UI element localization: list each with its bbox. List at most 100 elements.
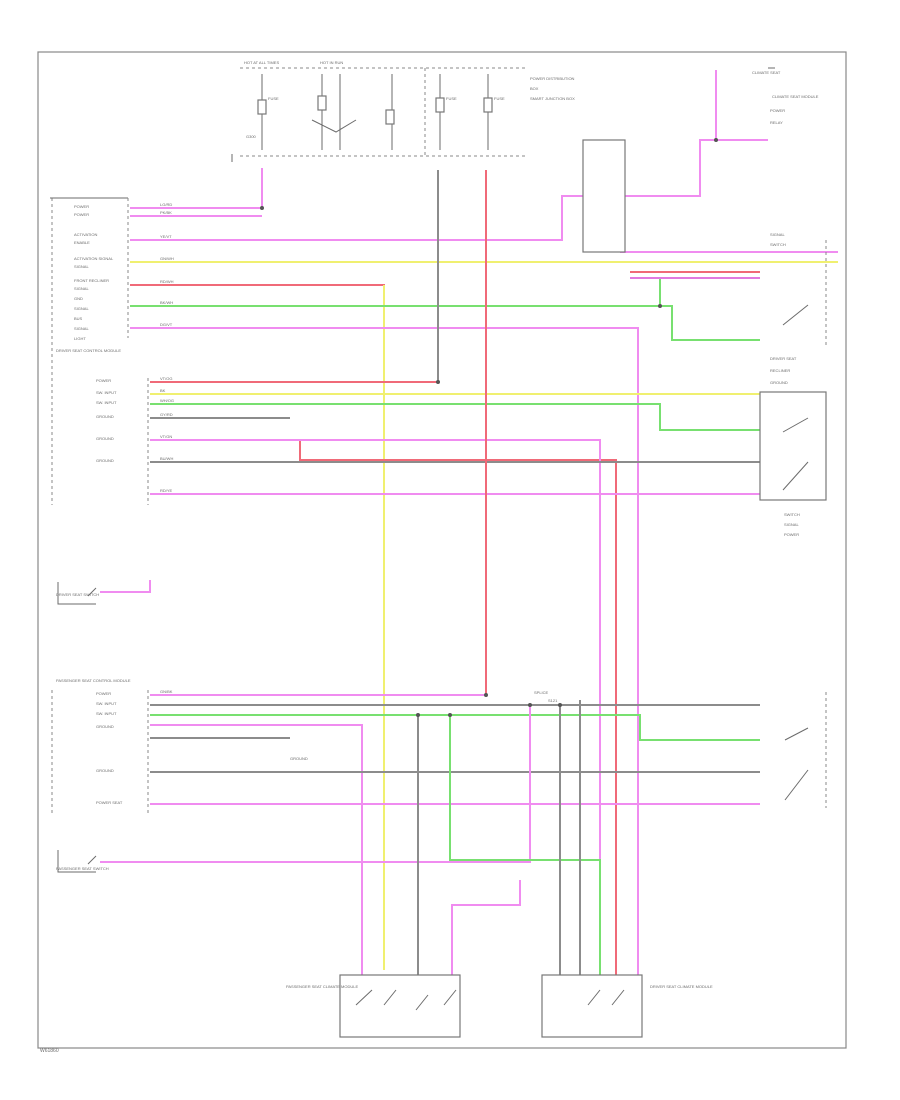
- right-side-label: RECLINER: [770, 368, 790, 373]
- wire-color-label: RD/WH: [160, 279, 174, 284]
- fuse-element: [317, 95, 327, 111]
- top-label: HOT IN RUN: [320, 60, 343, 65]
- driver-seat-switch-outline: [57, 582, 96, 605]
- switch-contact: [782, 461, 809, 491]
- pin-label: POWER: [74, 212, 89, 217]
- wire-pass-green-down: [449, 715, 601, 975]
- top-label: BOX: [530, 86, 539, 91]
- wires-layer: [100, 70, 838, 975]
- right-side-label: DRIVER SEAT: [770, 356, 797, 361]
- pin-label: SIGNAL: [74, 286, 89, 291]
- fuse-element: [483, 97, 493, 113]
- top-label: POWER DISTRIBUTION: [530, 76, 575, 81]
- pin-label: SW. INPUT: [96, 390, 117, 395]
- frames-layer: [37, 51, 847, 1049]
- right-side-label: POWER: [784, 532, 799, 537]
- splice-dot: [714, 138, 718, 142]
- wire-color-label: GY/RD: [160, 412, 173, 417]
- top-label: FUSE: [446, 96, 457, 101]
- wire-pass-ground-pink: [150, 724, 363, 975]
- pin-label: ACTIVATION: [74, 232, 98, 237]
- wire-signal-green-2: [660, 305, 760, 341]
- wire-color-label: GN/BK: [160, 689, 173, 694]
- right-side-label: SWITCH: [784, 512, 800, 517]
- pin-label: POWER: [96, 378, 111, 383]
- wire-color-label: BU/WH: [160, 456, 173, 461]
- right-side-label: RELAY: [770, 120, 783, 125]
- wire-color-label: GN/WH: [160, 256, 174, 261]
- right-side-label: GROUND: [770, 380, 788, 385]
- pin-label: POWER SEAT: [96, 800, 123, 805]
- wire-color-label: YE/VT: [160, 234, 172, 239]
- splice-dot: [528, 703, 532, 707]
- module-name-label: PASSENGER SEAT CONTROL MODULE: [56, 678, 131, 683]
- pin-label: GROUND: [96, 458, 114, 463]
- module-name-label: PASSENGER SEAT SWITCH: [56, 866, 109, 871]
- right-side-label: POWER: [770, 108, 785, 113]
- driver-seat-switch-contact: [87, 587, 97, 597]
- recliner-switch-contact: [782, 304, 809, 326]
- passenger-seat-climate-module: [339, 974, 461, 1038]
- wire-pass-sw-2: [150, 714, 760, 741]
- wire-pass-pink-bottom: [451, 880, 521, 975]
- splice-dot: [658, 304, 662, 308]
- pin-label: GND: [74, 296, 83, 301]
- top-label: FUSE: [268, 96, 279, 101]
- pin-label: POWER: [74, 204, 89, 209]
- top-label: HOT AT ALL TIMES: [244, 60, 279, 65]
- module-contact: [443, 989, 457, 1006]
- pin-label: GROUND: [96, 768, 114, 773]
- pin-label: FRONT RECLINER: [74, 278, 109, 283]
- passenger-seat-switch-contact: [87, 855, 97, 865]
- fuse-element: [257, 99, 267, 115]
- right-side-label: CLIMATE SEAT: [752, 70, 781, 75]
- pin-label: LIGHT: [74, 336, 86, 341]
- wire-power-lower: [150, 170, 439, 383]
- pin-label: BUS: [74, 316, 83, 321]
- pin-label: GROUND: [96, 414, 114, 419]
- splice-dot: [260, 206, 264, 210]
- wire-ground-pink: [150, 439, 601, 970]
- wire-power-1: [130, 168, 263, 209]
- right-side-label: SWITCH: [770, 242, 786, 247]
- wire-color-label: LG/RD: [160, 202, 172, 207]
- right-side-label: SIGNAL: [770, 232, 785, 237]
- wire-color-label: BK/WH: [160, 300, 173, 305]
- pin-label: SIGNAL: [74, 264, 89, 269]
- wire-activation: [130, 195, 620, 241]
- driver-seat-switch-box: [759, 391, 827, 501]
- bottom-label: S121: [548, 698, 558, 703]
- pin-label: POWER: [96, 691, 111, 696]
- module-contact: [383, 989, 397, 1006]
- bottom-label: SPLICE: [534, 690, 549, 695]
- wire-sw-input-2: [150, 403, 760, 431]
- fuse-element: [385, 109, 395, 125]
- wire-front-recliner-red: [130, 284, 385, 970]
- passenger-seat-switch-outline: [57, 850, 96, 873]
- pin-label: GROUND: [96, 724, 114, 729]
- pin-label: SW. INPUT: [96, 711, 117, 716]
- module-contact: [587, 989, 601, 1006]
- bottom-label: GROUND: [290, 756, 308, 761]
- module-contact: [415, 994, 429, 1011]
- wire-color-label: WH/OG: [160, 398, 174, 403]
- diagram-border: [37, 51, 847, 1049]
- switch-contact: [782, 417, 809, 433]
- wire-color-label: VT/GN: [160, 434, 172, 439]
- driver-seat-climate-module: [541, 974, 643, 1038]
- wire-color-label: PK/BK: [160, 210, 172, 215]
- pin-label: SIGNAL: [74, 326, 89, 331]
- pin-label: ENABLE: [74, 240, 90, 245]
- module-name-label: DRIVER SEAT CONTROL MODULE: [56, 348, 121, 353]
- wire-color-label: DG/VT: [160, 322, 173, 327]
- right-side-label: SIGNAL: [784, 522, 799, 527]
- module-contact: [611, 989, 625, 1006]
- top-label: SMART JUNCTION BOX: [530, 96, 575, 101]
- splice-dot: [484, 693, 488, 697]
- page-id: W61860: [40, 1048, 59, 1054]
- wire-pass-seat-switch: [100, 705, 531, 863]
- splice-dot: [558, 703, 562, 707]
- fuse-element: [435, 97, 445, 113]
